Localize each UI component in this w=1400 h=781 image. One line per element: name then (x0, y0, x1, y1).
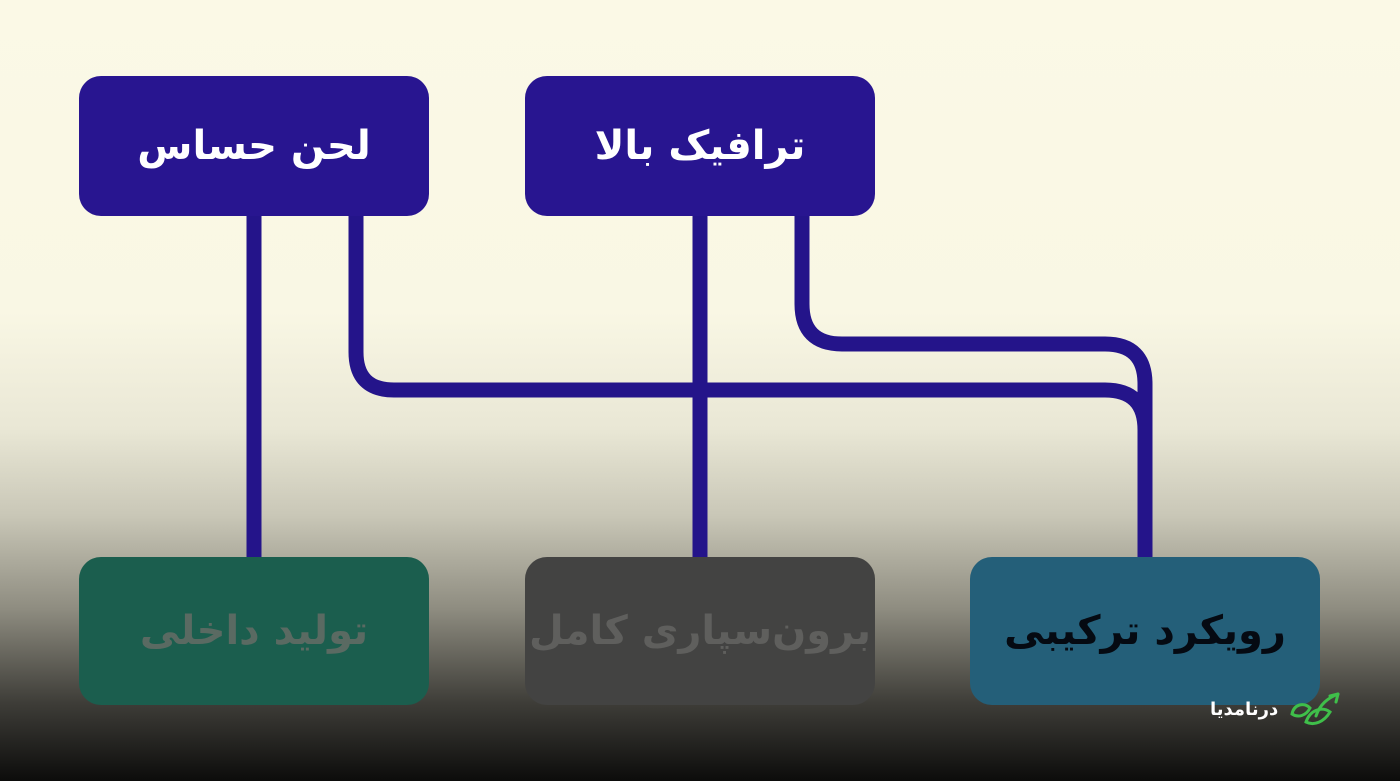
watermark-logo: درنامدیا (1210, 686, 1352, 732)
edge-sensitive-tone-to-hybrid (348, 214, 1153, 558)
node-label: رویکرد ترکیبی (1004, 608, 1286, 654)
node-full-outsourcing: برون‌سپاری کامل (525, 557, 875, 705)
watermark-text: درنامدیا (1210, 698, 1279, 720)
leaf-logo-icon (1290, 692, 1340, 726)
node-label: تولید داخلی (139, 608, 369, 654)
node-hybrid: رویکرد ترکیبی (970, 557, 1320, 705)
node-in-house: تولید داخلی (79, 557, 429, 705)
node-label: ترافیک بالا (594, 123, 806, 169)
node-high-traffic: ترافیک بالا (525, 76, 875, 216)
node-label: لحن حساس (137, 123, 371, 169)
node-label: برون‌سپاری کامل (529, 608, 871, 654)
node-sensitive-tone: لحن حساس (79, 76, 429, 216)
edge-high-traffic-to-hybrid (794, 214, 1153, 558)
